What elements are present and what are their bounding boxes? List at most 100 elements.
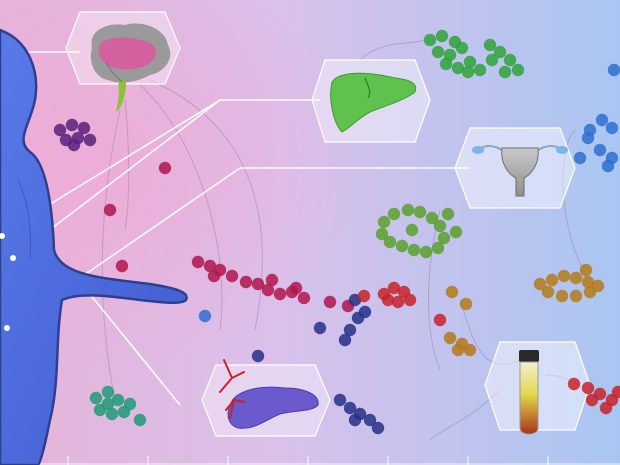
molecule-dot bbox=[557, 269, 571, 283]
molecule-dot bbox=[333, 393, 347, 407]
blue-cluster-right bbox=[573, 63, 620, 173]
molecule-dot bbox=[387, 207, 401, 221]
crimson-chain bbox=[191, 255, 355, 313]
lime-ring-cluster bbox=[375, 203, 463, 259]
molecule-dot bbox=[83, 133, 97, 147]
body-point-2 bbox=[10, 255, 16, 261]
molecule-dot bbox=[581, 275, 595, 289]
molecule-dot bbox=[451, 343, 465, 357]
molecule-clusters bbox=[53, 29, 620, 435]
molecule-dot bbox=[391, 295, 405, 309]
orange-cluster-mid bbox=[443, 285, 477, 357]
molecule-dot bbox=[381, 293, 395, 307]
molecule-dot bbox=[239, 275, 253, 289]
blood-tube-icon bbox=[519, 350, 539, 435]
molecule-dot bbox=[607, 63, 620, 77]
molecule-dot bbox=[413, 205, 427, 219]
molecule-dot bbox=[158, 161, 172, 175]
molecule-dot bbox=[555, 289, 569, 303]
molecule-dot bbox=[377, 215, 391, 229]
molecule-dot bbox=[289, 281, 303, 295]
molecule-dot bbox=[595, 113, 609, 127]
molecule-dot bbox=[511, 63, 525, 77]
molecule-dot bbox=[585, 393, 599, 407]
molecule-dot bbox=[403, 293, 417, 307]
molecule-dot bbox=[313, 321, 327, 335]
uterus-panel bbox=[454, 127, 576, 209]
molecule-dot bbox=[581, 381, 595, 395]
molecule-dot bbox=[198, 309, 212, 323]
molecule-dot bbox=[455, 41, 469, 55]
molecule-dot bbox=[273, 287, 287, 301]
molecule-dot bbox=[503, 53, 517, 67]
molecule-dot bbox=[261, 283, 275, 297]
molecule-dot bbox=[433, 219, 447, 233]
teal-cluster bbox=[89, 385, 147, 427]
purple-cluster bbox=[53, 118, 97, 152]
molecule-dot bbox=[383, 235, 397, 249]
molecule-dot bbox=[485, 53, 499, 67]
molecule-dot bbox=[573, 151, 587, 165]
molecule-dot bbox=[343, 323, 357, 337]
molecule-dot bbox=[611, 385, 620, 399]
molecule-dot bbox=[445, 285, 459, 299]
blood-tube-panel bbox=[484, 341, 591, 435]
molecule-dot bbox=[357, 289, 371, 303]
crimson-cluster-small bbox=[103, 161, 172, 273]
molecule-dot bbox=[401, 203, 415, 217]
molecule-dot bbox=[483, 38, 497, 52]
uterus-icon bbox=[472, 145, 568, 197]
molecule-dot bbox=[375, 227, 389, 241]
molecule-dot bbox=[323, 295, 337, 309]
molecule-dot bbox=[451, 61, 465, 75]
molecule-dot bbox=[395, 239, 409, 253]
molecule-dot bbox=[463, 55, 477, 69]
molecule-dot bbox=[443, 331, 457, 345]
navy-cluster-mid bbox=[251, 293, 372, 363]
molecule-dot bbox=[433, 313, 447, 327]
molecule-dot bbox=[111, 393, 125, 407]
molecule-dot bbox=[601, 159, 615, 173]
molecule-dot bbox=[348, 413, 362, 427]
liver-icon bbox=[330, 72, 417, 133]
molecule-dot bbox=[371, 421, 385, 435]
molecule-dot bbox=[605, 121, 619, 135]
molecule-dot bbox=[437, 231, 451, 245]
molecule-dot bbox=[265, 273, 279, 287]
molecule-dot bbox=[338, 333, 352, 347]
molecule-dot bbox=[207, 269, 221, 283]
molecule-dot bbox=[461, 65, 475, 79]
green-cluster-top bbox=[423, 29, 525, 79]
molecule-dot bbox=[77, 121, 91, 135]
molecule-dot bbox=[117, 405, 131, 419]
molecule-dot bbox=[115, 259, 129, 273]
human-body-silhouette bbox=[0, 28, 188, 465]
pancreas-panel bbox=[201, 359, 331, 437]
molecule-dot bbox=[541, 285, 555, 299]
molecule-dot bbox=[431, 241, 445, 255]
molecule-dot bbox=[405, 223, 419, 237]
molecule-dot bbox=[423, 33, 437, 47]
molecule-dot bbox=[297, 291, 311, 305]
molecule-dot bbox=[407, 243, 421, 257]
molecule-dot bbox=[545, 273, 559, 287]
molecule-dot bbox=[191, 255, 205, 269]
molecule-dot bbox=[569, 271, 583, 285]
red-cluster-right bbox=[567, 377, 620, 415]
molecule-dot bbox=[363, 413, 377, 427]
molecule-dot bbox=[67, 138, 81, 152]
molecule-dot bbox=[53, 123, 67, 137]
molecule-dot bbox=[105, 407, 119, 421]
red-cluster-mid bbox=[357, 281, 447, 327]
molecule-dot bbox=[65, 118, 79, 132]
molecule-dot bbox=[133, 413, 147, 427]
molecule-dot bbox=[425, 211, 439, 225]
molecule-dot bbox=[569, 289, 583, 303]
liver-panel bbox=[311, 59, 431, 143]
molecule-dot bbox=[583, 285, 597, 299]
molecule-dot bbox=[103, 203, 117, 217]
brain-panel bbox=[65, 11, 181, 112]
molecule-dot bbox=[459, 297, 473, 311]
molecule-dot bbox=[581, 131, 595, 145]
molecule-dot bbox=[439, 57, 453, 71]
